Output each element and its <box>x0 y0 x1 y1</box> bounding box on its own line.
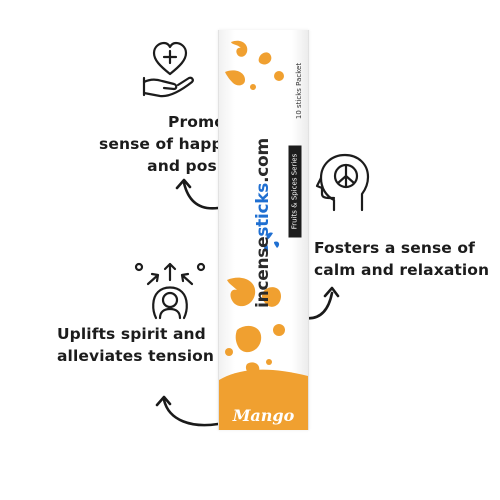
peace-head-icon <box>315 153 370 212</box>
benefit-spirit-text: Uplifts spirit and alleviates tension <box>57 325 214 365</box>
arrow-to-spirit <box>155 395 220 427</box>
heart-in-hand-icon <box>142 41 194 98</box>
arrow-to-happiness <box>175 178 220 210</box>
pack-artwork <box>219 40 308 430</box>
brand-logo: incensesticks.com <box>253 138 273 308</box>
series-label: Fruits & Spices Series <box>288 145 302 238</box>
uplift-person-icon <box>134 262 206 320</box>
incense-pack: incensesticks.com Fruits & Spices Series… <box>218 30 309 430</box>
flavor-label: Mango <box>232 406 295 425</box>
stick-count-label: 10 sticks Packet <box>295 62 303 120</box>
benefit-calm-text: Fosters a sense of calm and relaxation <box>314 239 490 279</box>
